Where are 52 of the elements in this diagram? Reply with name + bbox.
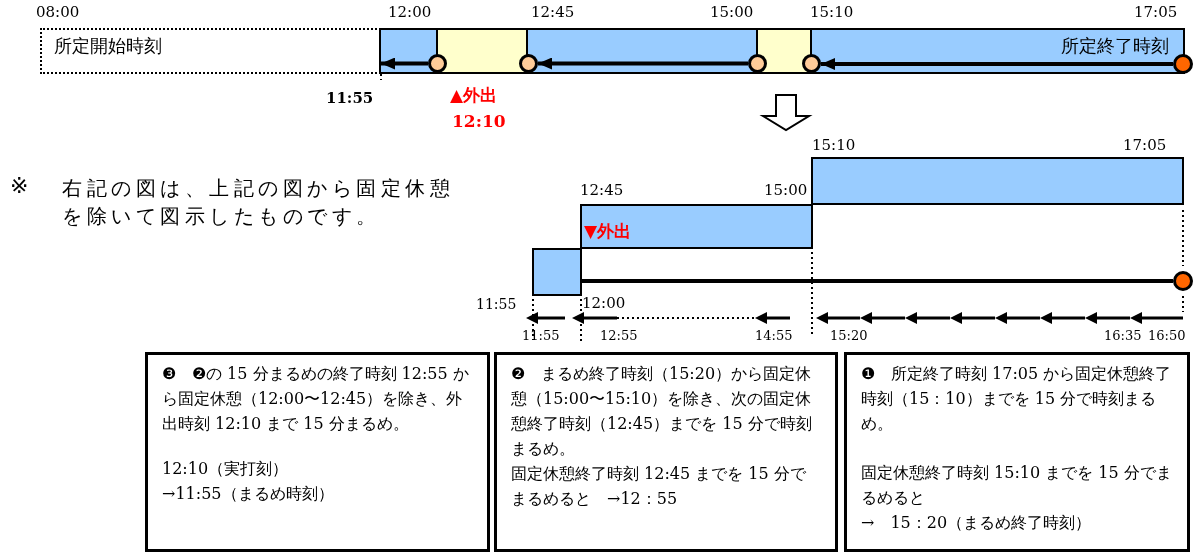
time-label: 17:05: [1123, 136, 1167, 154]
time-label: 15:10: [810, 3, 854, 21]
note-text: ❸ ❷の 15 分まるめの終了時刻 12:55 から固定休憩（12:00〜12:45）を除き、外出時刻 12:10 まで 15 分まるめ。: [162, 363, 470, 435]
time-label: 15:00: [710, 3, 754, 21]
time-label: 12:45: [580, 181, 624, 199]
time-label: 所定終了時刻: [1061, 34, 1169, 58]
time-label: 08:00: [36, 3, 80, 21]
work-block: [580, 204, 813, 249]
time-label: 12:45: [531, 3, 575, 21]
line: [582, 279, 1173, 283]
note-text: ❷ まるめ終了時刻（15:20）から固定休憩（15:00〜15:10）を除き、次の固定休憩終了時刻（12:45）までを 15 分で時刻まるめ。: [511, 363, 813, 460]
note-box: [844, 352, 1190, 552]
time-label: 16:35: [1104, 327, 1142, 345]
note-text: 右記の図は、上記の図から固定休憩を除いて図示したものです。: [62, 175, 455, 230]
time-label: 12:55: [600, 327, 638, 345]
time-label: ▲外出: [450, 86, 498, 104]
time-marker: [519, 54, 538, 73]
note-text: → 15：20（まるめ終了時刻）: [861, 512, 1093, 534]
time-label: 15:00: [764, 181, 808, 199]
time-label: 12:00: [388, 3, 432, 21]
timeline-bar: [379, 28, 1185, 74]
note-text: ❶ 所定終了時刻 17:05 から固定休憩終了時刻（15：10）までを 15 分で時刻まるめ。: [861, 363, 1173, 435]
time-label: 15:20: [830, 327, 868, 345]
note-text: →11:55（まるめ時刻）: [162, 483, 335, 505]
time-marker: [428, 54, 447, 73]
arrow: [821, 58, 1173, 70]
note-box: [145, 352, 490, 552]
work-block: [811, 157, 1184, 205]
time-label: 所定開始時刻: [54, 34, 162, 58]
note-text: 12:10（実打刻）: [162, 458, 290, 480]
time-label: 12:10: [452, 112, 506, 130]
work-block: [532, 248, 582, 296]
time-label: ▼外出: [584, 222, 632, 240]
time-label: 11:55: [476, 295, 517, 313]
time-label: 17:05: [1134, 3, 1178, 21]
time-marker: [748, 54, 767, 73]
time-label: 15:10: [812, 136, 856, 154]
note-mark: ※: [10, 177, 29, 195]
time-label: 11:55: [522, 327, 560, 345]
arrow: [538, 57, 748, 70]
break-segment: [436, 30, 528, 72]
end-marker: [1173, 54, 1193, 74]
time-marker: [802, 54, 821, 73]
time-label: 12:00: [582, 294, 626, 312]
end-marker: [1173, 271, 1193, 291]
note-text: 固定休憩終了時刻 15:10 までを 15 分でまるめると: [861, 462, 1173, 509]
time-label: 14:55: [755, 327, 793, 345]
time-label: 16:50: [1148, 327, 1186, 345]
note-box: [494, 352, 838, 552]
time-label: 11:55: [326, 89, 374, 107]
arrow: [381, 57, 428, 70]
note-text: 固定休憩終了時刻 12:45 までを 15 分でまるめると →12：55: [511, 463, 807, 510]
